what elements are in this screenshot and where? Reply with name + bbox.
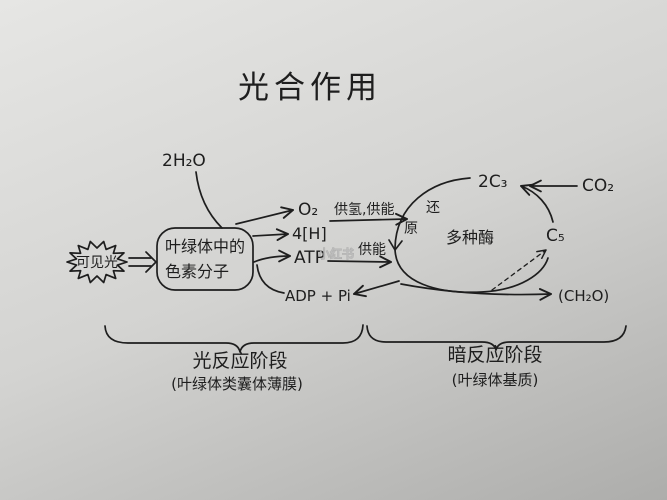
reduction-char-1: 还	[426, 200, 440, 216]
arrow-to-carbohydrate	[400, 283, 552, 301]
dark-stage-brace	[366, 325, 627, 351]
light-stage-name: 光反应阶段	[192, 350, 287, 372]
co2-label: CO₂	[582, 176, 614, 196]
light-stage-location: (叶绿体类囊体薄膜)	[171, 375, 303, 393]
diagram-title: 光合作用	[238, 70, 382, 106]
atp-label: ATP	[294, 248, 325, 268]
arrow-hydrogen-to-cycle	[329, 212, 408, 226]
dashed-arrow-to-c5	[491, 249, 547, 291]
dark-stage-name: 暗反应阶段	[447, 344, 542, 366]
light-to-pigment-double-arrow	[128, 251, 157, 273]
arrow-cycle-to-adp	[353, 280, 400, 298]
watermark-text: 小红书	[318, 246, 354, 261]
water-label: 2H₂O	[162, 151, 206, 171]
supply-energy-label: 供能	[358, 242, 386, 258]
supply-hydrogen-energy-label: 供氢,供能	[334, 202, 394, 218]
water-to-pigment-curve	[195, 171, 223, 229]
arrow-to-atp	[253, 249, 291, 263]
adp-to-pigment-curve	[256, 264, 285, 294]
dark-stage-location: (叶绿体基质)	[452, 371, 539, 389]
pigment-box-line-2: 色素分子	[165, 262, 229, 281]
arrow-c5-to-c3	[520, 183, 554, 223]
arrow-to-oxygen	[235, 206, 294, 225]
arrow-to-hydrogen	[252, 228, 289, 242]
c5-label: C₅	[546, 226, 565, 246]
pigment-molecule-box	[156, 227, 254, 291]
arrow-atp-to-cycle	[327, 255, 392, 269]
c3-label: 2C₃	[478, 172, 508, 192]
adp-pi-label: ADP + Pi	[285, 287, 351, 305]
pigment-box-line-1: 叶绿体中的	[165, 237, 245, 256]
visible-light-label: 可见光	[76, 255, 118, 271]
calvin-cycle-arc	[394, 177, 549, 294]
carbohydrate-label: (CH₂O)	[558, 287, 609, 305]
reduction-char-2: 原	[404, 221, 418, 237]
cycle-direction-arrowhead	[388, 239, 403, 251]
light-stage-brace	[104, 324, 364, 353]
enzymes-label: 多种酶	[446, 228, 494, 247]
oxygen-label: O₂	[298, 200, 318, 220]
light-burst-shape	[66, 240, 128, 284]
hydrogen-label: 4[H]	[292, 224, 327, 243]
